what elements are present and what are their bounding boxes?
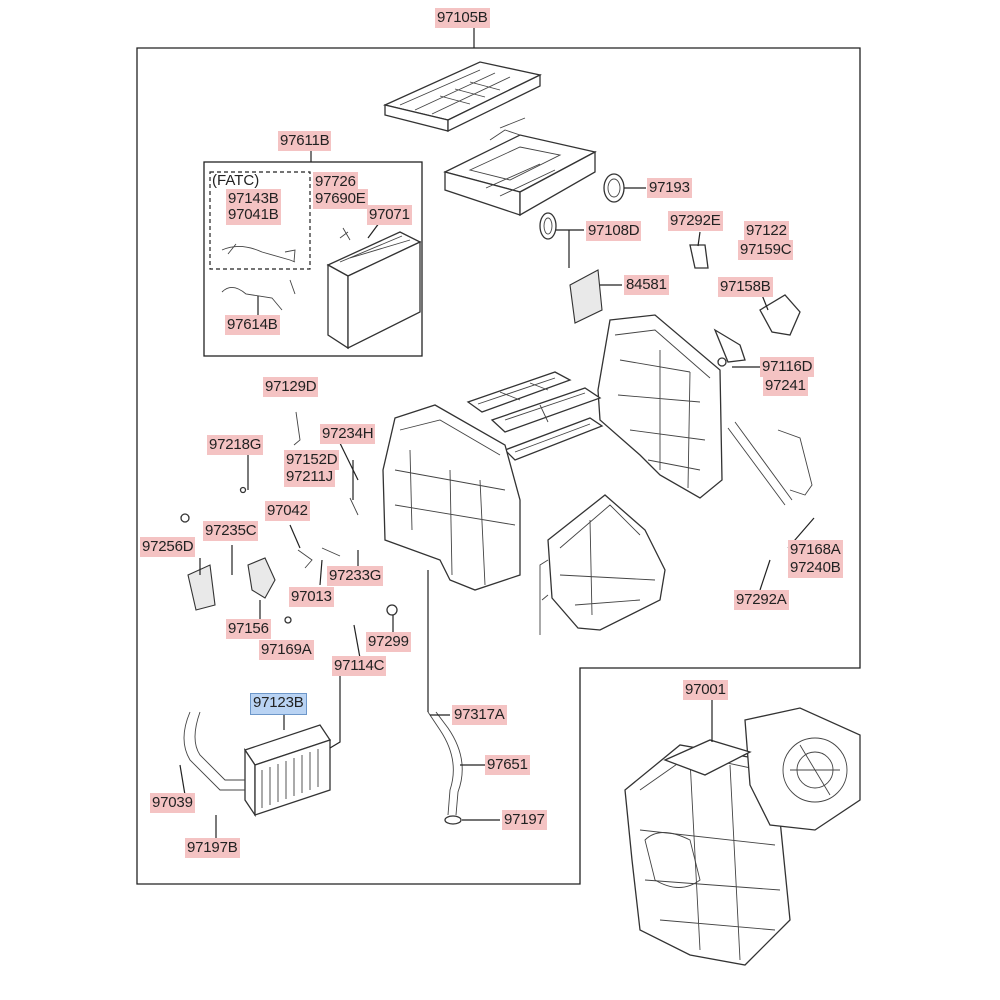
part-label-97159c[interactable]: 97159C xyxy=(738,240,794,260)
part-label-97317a[interactable]: 97317A xyxy=(452,705,507,725)
part-label-97071[interactable]: 97071 xyxy=(367,205,412,225)
heater-core-part xyxy=(183,711,332,818)
gasket-84581 xyxy=(569,269,603,324)
kit-box-97611b xyxy=(203,161,423,357)
part-label-97651[interactable]: 97651 xyxy=(485,755,530,775)
part-label-97156[interactable]: 97156 xyxy=(226,619,271,639)
drain-hose-97651 xyxy=(427,711,463,816)
mode-door-part xyxy=(466,371,604,461)
part-label-97235c[interactable]: 97235C xyxy=(203,521,259,541)
fatc-group-label: (FATC) xyxy=(212,172,260,189)
part-label-97292a[interactable]: 97292A xyxy=(734,590,789,610)
part-label-97114c[interactable]: 97114C xyxy=(332,656,387,676)
part-label-97039[interactable]: 97039 xyxy=(150,793,195,813)
assembly-frame xyxy=(136,47,861,885)
part-label-97143b[interactable]: 97143B xyxy=(226,189,281,209)
part-label-97614b[interactable]: 97614B xyxy=(225,315,280,335)
part-label-97690e[interactable]: 97690E xyxy=(313,189,368,209)
bracket-97241 xyxy=(777,429,813,496)
part-label-97123b[interactable]: 97123B xyxy=(250,693,307,715)
part-label-97041b[interactable]: 97041B xyxy=(226,205,281,225)
part-label-97234h[interactable]: 97234H xyxy=(320,424,376,444)
part-label-97193[interactable]: 97193 xyxy=(647,178,692,198)
part-label-97105b[interactable]: 97105B xyxy=(435,8,490,28)
part-label-97241[interactable]: 97241 xyxy=(763,376,808,396)
part-label-97152d[interactable]: 97152D xyxy=(284,450,340,470)
part-label-97169a[interactable]: 97169A xyxy=(259,640,314,660)
part-label-97129d[interactable]: 97129D xyxy=(263,377,319,397)
part-label-84581[interactable]: 84581 xyxy=(624,275,669,295)
part-label-97013[interactable]: 97013 xyxy=(289,587,334,607)
actuator-97256d xyxy=(187,564,216,611)
part-label-97611b[interactable]: 97611B xyxy=(278,131,332,151)
lower-case-part xyxy=(539,494,666,635)
part-label-97108d[interactable]: 97108D xyxy=(586,221,642,241)
part-label-97197b[interactable]: 97197B xyxy=(185,838,240,858)
ring-seal-97108d xyxy=(539,212,557,240)
actuator-97156 xyxy=(247,557,276,599)
part-label-97116d[interactable]: 97116D xyxy=(760,357,815,377)
part-label-97197[interactable]: 97197 xyxy=(502,810,547,830)
part-label-97726[interactable]: 97726 xyxy=(313,172,358,192)
part-label-97299[interactable]: 97299 xyxy=(366,632,411,652)
part-label-97211j[interactable]: 97211J xyxy=(284,467,335,487)
part-label-97042[interactable]: 97042 xyxy=(265,501,310,521)
part-label-97256d[interactable]: 97256D xyxy=(140,537,196,557)
actuator-97122 xyxy=(759,294,801,336)
part-label-97218g[interactable]: 97218G xyxy=(207,435,264,455)
evaporator-core-part xyxy=(326,231,422,350)
part-label-97233g[interactable]: 97233G xyxy=(327,566,384,586)
part-label-97292e[interactable]: 97292E xyxy=(668,211,723,231)
left-casing-part xyxy=(382,404,521,591)
ring-seal-97193 xyxy=(603,173,625,203)
part-label-97122[interactable]: 97122 xyxy=(744,221,789,241)
upper-duct-part xyxy=(443,117,597,217)
air-filter-cover-part xyxy=(382,61,542,133)
right-casing-part xyxy=(597,314,723,499)
part-label-97240b[interactable]: 97240B xyxy=(788,558,843,578)
part-label-97168a[interactable]: 97168A xyxy=(788,540,843,560)
part-label-97158b[interactable]: 97158B xyxy=(718,277,773,297)
fatc-dashed-box xyxy=(209,171,311,270)
part-label-97001[interactable]: 97001 xyxy=(683,680,728,700)
hvac-assembly-part xyxy=(624,707,861,966)
